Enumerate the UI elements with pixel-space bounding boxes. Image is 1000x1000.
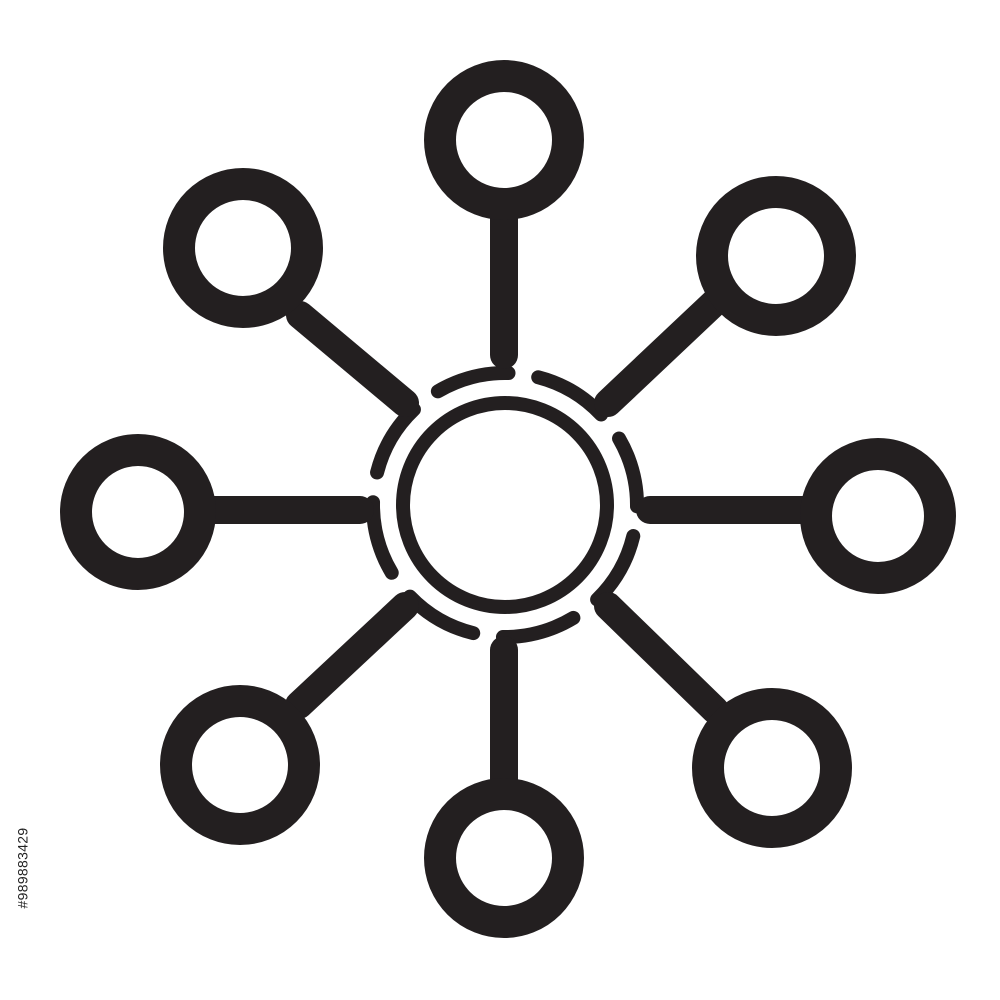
node-right (800, 438, 956, 594)
node-left (60, 434, 216, 590)
stock-id-label: #989883429 (2, 760, 42, 1000)
node-top (424, 60, 584, 220)
node-bottom (424, 778, 584, 938)
spoke-bottom-left (285, 592, 419, 719)
node-bottom-right (692, 688, 852, 848)
center-ring (366, 366, 644, 644)
node-top-right (696, 176, 856, 336)
spoke-top-left (286, 301, 419, 417)
node-top-left (163, 168, 323, 328)
spoke-top-right (594, 289, 728, 417)
stock-id-text: #989883429 (14, 827, 30, 909)
spoke-bottom-right (594, 592, 729, 724)
center-node (396, 396, 614, 614)
node-bottom-left (160, 685, 320, 845)
